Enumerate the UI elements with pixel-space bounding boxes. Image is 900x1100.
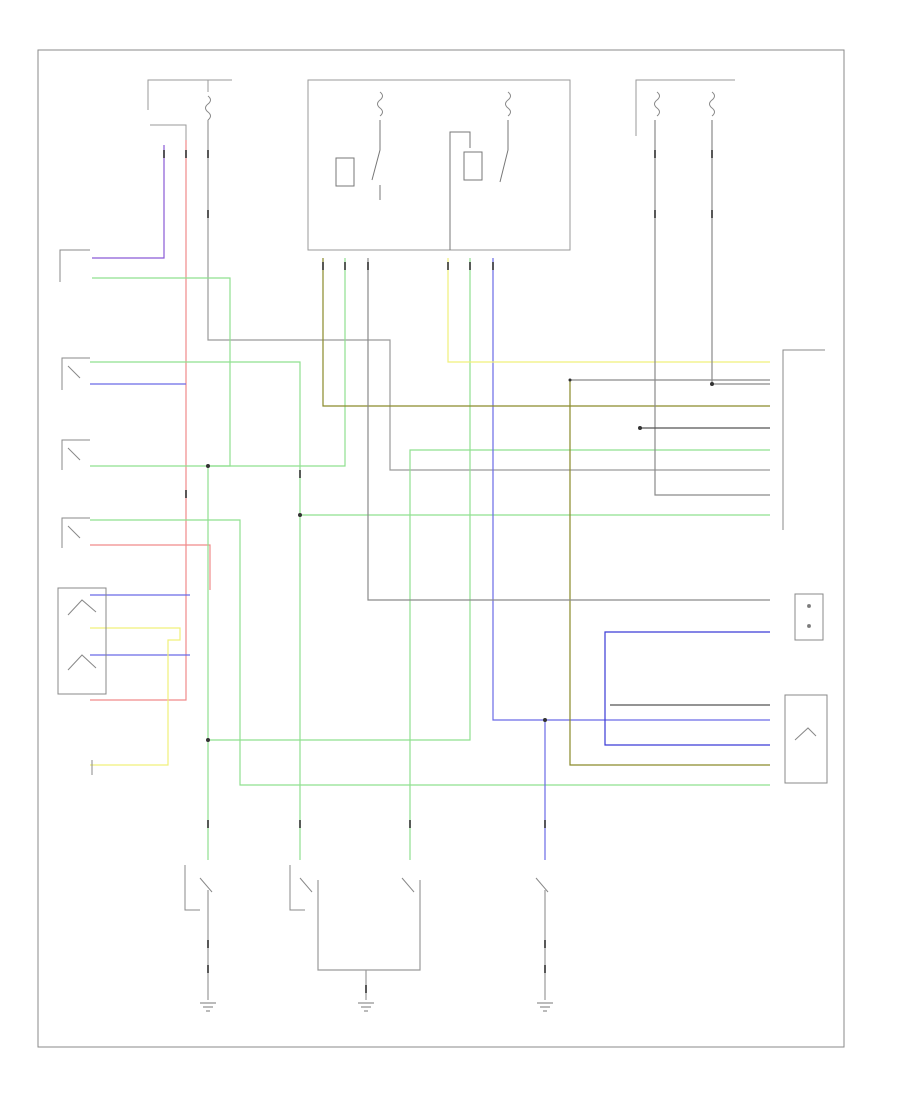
fuse-symbol: [377, 91, 383, 117]
wire-green-2: [90, 361, 301, 860]
blower-motor-connector: [59, 249, 90, 282]
ecm-connector: [782, 349, 825, 530]
wire-gray-4: [711, 120, 770, 385]
fuse-symbol: [505, 91, 511, 117]
ac-pressure-switch: [57, 587, 107, 695]
wire-blue-4: [492, 258, 770, 721]
wire-gray-2: [367, 258, 770, 601]
fuse-symbol: [709, 91, 715, 117]
left-components: [57, 249, 107, 775]
wire-gray-3: [654, 120, 770, 496]
connector-marks: [163, 150, 713, 993]
wire-red: [90, 140, 187, 701]
wires: [90, 120, 770, 1000]
bottom-switch-2: [289, 865, 305, 911]
sensor-connector-1: [61, 357, 90, 390]
wire-green-4: [208, 258, 471, 741]
wire-olive-1: [322, 258, 770, 407]
ground-icon: [537, 1002, 553, 1012]
wire-red-2: [90, 544, 211, 590]
wire-olive-2: [569, 380, 770, 766]
relay-coil-2: [463, 151, 483, 181]
wire-green-1: [92, 277, 231, 860]
relay-coil-1: [335, 157, 355, 187]
wire-gray-1: [207, 120, 770, 471]
ground-symbols: [200, 1002, 553, 1012]
bottom-components: [184, 865, 549, 911]
bottom-switch-4: [535, 877, 549, 893]
fuse-symbol: [205, 95, 211, 121]
fuse-box-left: [147, 79, 232, 140]
fuse-box-right: [635, 79, 735, 136]
bottom-switch-3: [401, 877, 415, 893]
wire-purple: [92, 145, 165, 259]
sensor-connector-3: [61, 517, 90, 548]
right-components: [782, 349, 828, 784]
diagram-border: [37, 49, 845, 1048]
bottom-switch-1: [184, 865, 200, 911]
relay-box-mid: [307, 79, 571, 251]
wire-green-3: [90, 519, 770, 786]
ac-cutout-relay: [784, 694, 828, 784]
wire-green-6: [409, 449, 770, 860]
wire-yellow-2: [90, 627, 181, 766]
ground-wire-2: [317, 880, 421, 971]
fuse-symbol: [654, 91, 660, 117]
ac-cutout-connector: [794, 593, 824, 641]
wire-yellow-1: [447, 258, 770, 363]
ground-icon: [358, 1002, 374, 1012]
splice-dots: [206, 378, 714, 742]
sensor-connector-2: [61, 439, 90, 470]
ground-icon: [200, 1002, 216, 1012]
wire-blue-5: [604, 631, 770, 746]
wire-green-5: [90, 258, 346, 467]
